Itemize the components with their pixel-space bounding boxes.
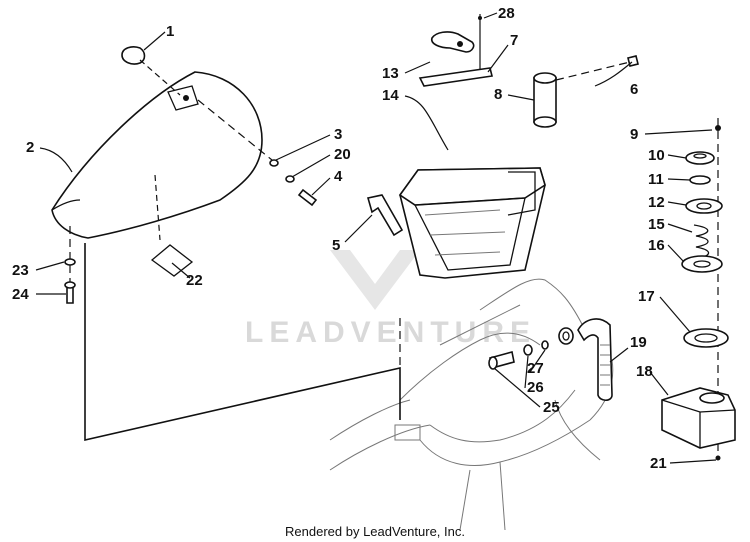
callout-7: 7 (510, 32, 518, 49)
hex-key (366, 194, 404, 237)
callout-3: 3 (334, 126, 342, 143)
callout-28: 28 (498, 5, 515, 22)
callout-16: 16 (648, 237, 665, 254)
callout-12: 12 (648, 194, 665, 211)
footer-credit: Rendered by LeadVenture, Inc. (285, 524, 465, 539)
latch-assembly (418, 14, 493, 87)
filler-housing (661, 387, 736, 461)
callout-13: 13 (382, 65, 399, 82)
callout-1: 1 (166, 23, 174, 40)
callout-19: 19 (630, 334, 647, 351)
callout-9: 9 (630, 126, 638, 143)
callout-26: 26 (527, 379, 544, 396)
callout-8: 8 (494, 86, 502, 103)
callout-14: 14 (382, 87, 399, 104)
hood-cover (51, 71, 263, 239)
leader-lines (35, 12, 717, 464)
callout-20: 20 (334, 146, 351, 163)
callout-5: 5 (332, 237, 340, 254)
hood-knob (121, 46, 181, 96)
cap-assembly (681, 118, 729, 460)
callout-24: 24 (12, 286, 29, 303)
fittings (488, 327, 574, 370)
callout-22: 22 (186, 272, 203, 289)
callout-labels: 1 2 3 4 5 6 7 8 9 10 11 12 13 14 15 16 1… (12, 5, 667, 472)
callout-17: 17 (638, 288, 655, 305)
callout-25: 25 (543, 399, 560, 416)
bushing (533, 55, 639, 128)
decal (150, 174, 194, 277)
reference-line (84, 243, 401, 442)
storage-box (398, 167, 546, 279)
callout-18: 18 (636, 363, 653, 380)
mounting-hardware-right (197, 99, 318, 207)
callout-21: 21 (650, 455, 667, 472)
callout-6: 6 (630, 81, 638, 98)
callout-15: 15 (648, 216, 665, 233)
callout-23: 23 (12, 262, 29, 279)
callout-2: 2 (26, 139, 34, 156)
hose (577, 318, 613, 402)
callout-11: 11 (648, 171, 664, 188)
callout-4: 4 (334, 168, 343, 185)
watermark-text: LEADVENTURE (245, 316, 536, 349)
callout-10: 10 (648, 147, 665, 164)
callout-27: 27 (527, 360, 544, 377)
mounting-hardware-left (64, 226, 76, 304)
watermark: LEADVENTURE (245, 250, 536, 349)
